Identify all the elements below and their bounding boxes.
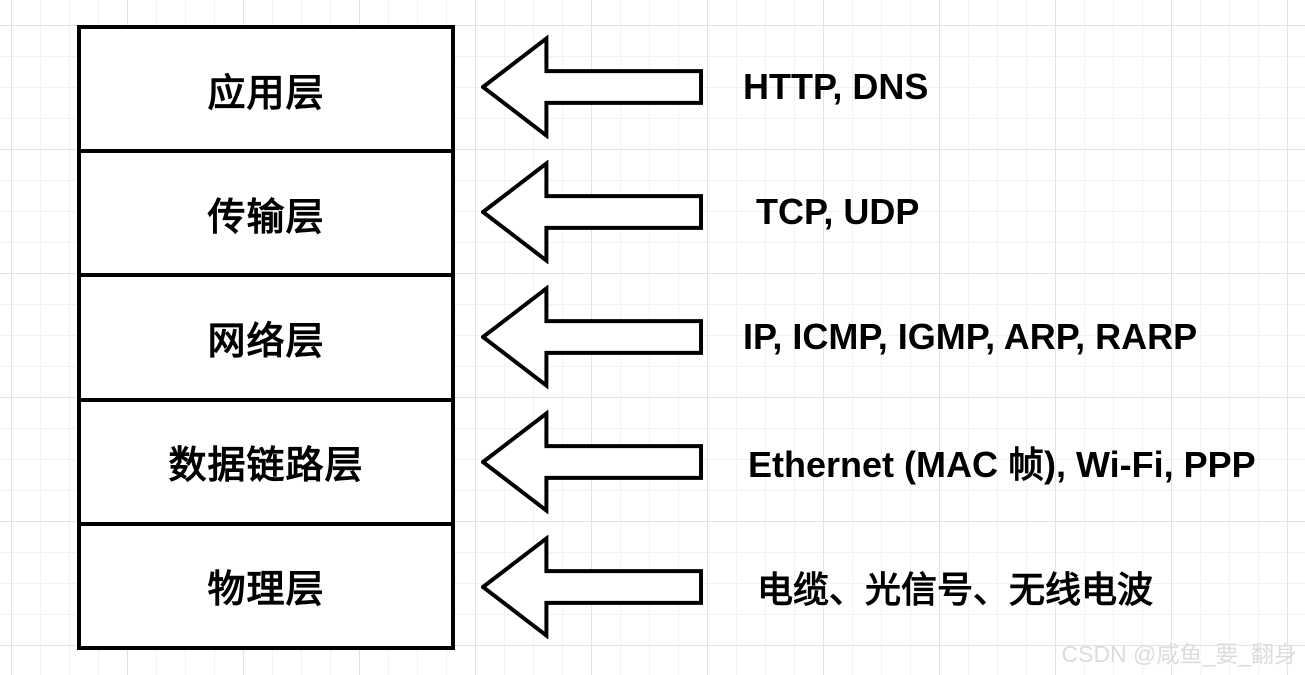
left-arrow-icon bbox=[481, 35, 703, 139]
protocol-label-physical: 电缆、光信号、无线电波 bbox=[757, 569, 1154, 610]
left-arrow-icon bbox=[481, 285, 703, 389]
protocol-label-network: IP, ICMP, IGMP, ARP, RARP bbox=[743, 316, 1198, 357]
protocol-label-transport: TCP, UDP bbox=[756, 191, 920, 232]
layer-box-application: 应用层 bbox=[81, 29, 451, 154]
left-arrow-icon bbox=[481, 535, 703, 639]
layer-label-network: 网络层 bbox=[207, 321, 325, 363]
protocol-label-datalink: Ethernet (MAC 帧), Wi-Fi, PPP bbox=[748, 444, 1256, 485]
layer-label-datalink: 数据链路层 bbox=[168, 445, 364, 488]
layer-stack: 应用层 传输层 网络层 数据链路层 物理层 bbox=[77, 25, 455, 650]
layer-label-application: 应用层 bbox=[207, 72, 325, 115]
watermark: CSDN @咸鱼_要_翻身 bbox=[1061, 641, 1298, 667]
protocol-label-application: HTTP, DNS bbox=[743, 66, 929, 107]
left-arrow-icon bbox=[481, 410, 703, 514]
layer-box-network: 网络层 bbox=[81, 277, 451, 402]
layer-box-physical: 物理层 bbox=[81, 526, 451, 646]
layer-box-transport: 传输层 bbox=[81, 153, 451, 278]
layer-box-datalink: 数据链路层 bbox=[81, 402, 451, 526]
layer-label-transport: 传输层 bbox=[207, 196, 325, 239]
layer-label-physical: 物理层 bbox=[207, 569, 325, 612]
left-arrow-icon bbox=[481, 160, 703, 264]
